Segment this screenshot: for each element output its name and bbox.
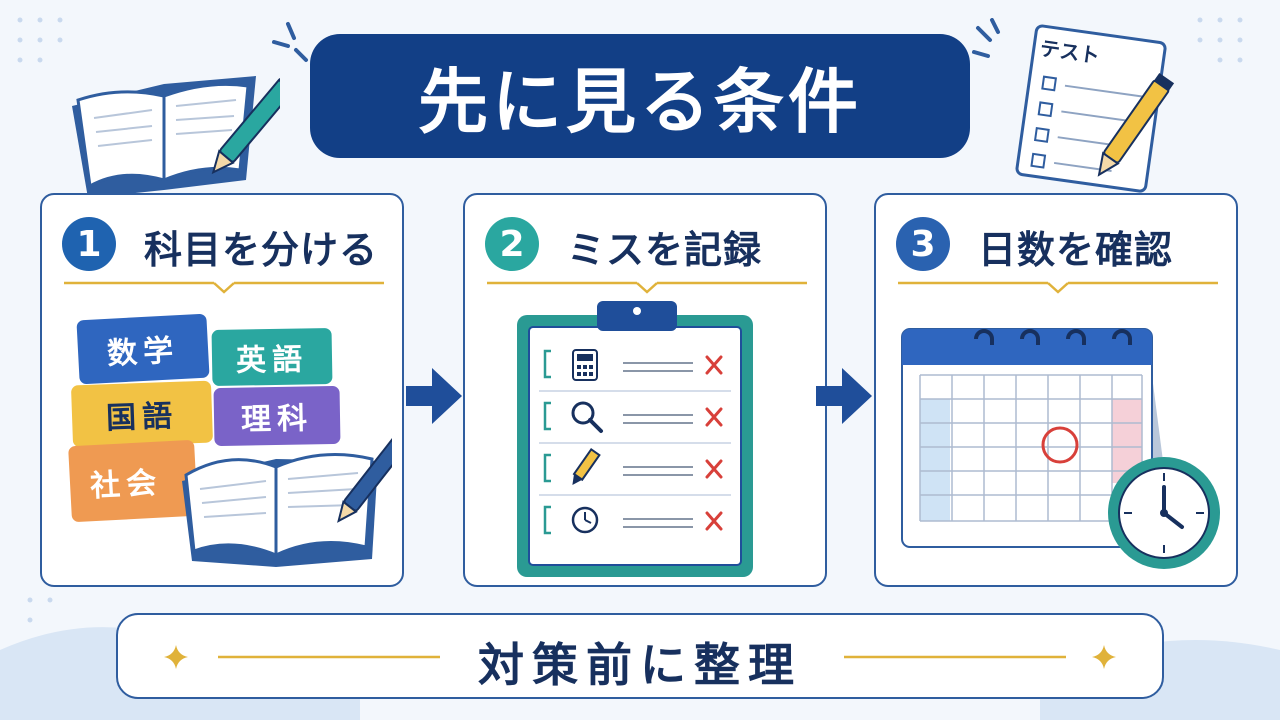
test-sheet-icon	[972, 18, 1175, 193]
gold-underline	[64, 281, 384, 294]
step-card-1: 1 科目を分ける 数学 英語 国語 理科 社会	[40, 193, 404, 587]
sparkle-lines-icon	[272, 22, 308, 62]
page-title: 先に見る条件	[418, 60, 862, 143]
gold-underline	[898, 281, 1218, 294]
subject-tile-english: 英語	[211, 327, 333, 387]
arrow-right-icon	[406, 368, 462, 424]
footer-ornament	[164, 645, 1116, 669]
step-label: ミスを記録	[567, 228, 763, 272]
title-banner: 先に見る条件	[310, 34, 970, 158]
step-number-badge: 2	[485, 217, 539, 271]
footer-banner: 対策前に整理	[116, 613, 1164, 699]
clipboard-checklist-icon	[517, 301, 753, 577]
step-label: 科目を分ける	[144, 228, 379, 272]
step-card-2: 2 ミスを記録	[463, 193, 827, 587]
calendar-clock-icon	[901, 328, 1220, 569]
step-label: 日数を確認	[978, 228, 1174, 272]
open-notebook-icon	[182, 434, 392, 567]
step-number-badge: 3	[896, 217, 950, 271]
step-number-badge: 1	[62, 217, 116, 271]
gold-underline	[487, 281, 807, 294]
step-card-3: 3 日数を確認	[874, 193, 1238, 587]
open-book-icon	[72, 73, 280, 198]
subject-tile-math: 数学	[76, 313, 210, 385]
arrow-right-icon	[816, 368, 872, 424]
footer-text: 対策前に整理	[478, 638, 802, 692]
